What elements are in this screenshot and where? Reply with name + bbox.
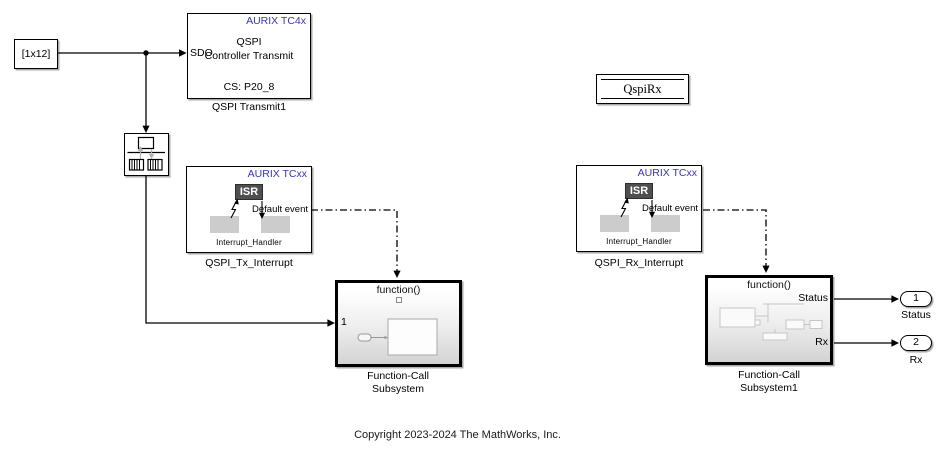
interrupt-handler-label: Interrupt_Handler [606, 237, 672, 246]
copyright-annotation: Copyright 2023-2024 The MathWorks, Inc. [354, 429, 561, 441]
interrupt-handler-label: Interrupt_Handler [216, 238, 282, 247]
store-top-line [601, 79, 684, 80]
subsystem-preview [357, 318, 438, 356]
outport-rx-number: 2 [913, 336, 919, 348]
outport-status-number: 1 [913, 292, 919, 304]
transmit-title-line1: QSPI [236, 36, 262, 48]
qspi-rx-interrupt-block[interactable]: AURIX TCxx Default event ISR Interrupt_H… [576, 165, 702, 252]
transmit-title-line2: Controller Transmit [204, 49, 294, 62]
function-call-subsystem1-block[interactable]: function() Status Rx [705, 275, 833, 365]
subsystem-preview [719, 303, 823, 341]
vendor-badge: AURIX TCxx [637, 167, 697, 179]
wire-status-out[interactable] [834, 295, 899, 303]
function-trigger-label: function() [747, 279, 791, 291]
input-port-number: 1 [341, 316, 347, 328]
isr-badge: ISR [625, 183, 653, 199]
qspi-transmit-block[interactable]: AURIX TC4x QSPI Controller Transmit SDO … [187, 13, 311, 99]
wire-rx-out[interactable] [834, 339, 899, 347]
status-output-port-label: Status [798, 292, 828, 304]
rx-output-port-label: Rx [815, 336, 828, 348]
wire-branch-to-buffer[interactable] [142, 53, 150, 133]
outport-status-name[interactable]: Status [901, 309, 931, 321]
qspi-rx-interrupt-name[interactable]: QSPI_Rx_Interrupt [594, 257, 684, 269]
branch-point [143, 50, 149, 56]
isr-arrows [620, 197, 656, 218]
trigger-port-icon [395, 297, 402, 303]
sdo-input-port-label: SDO [190, 47, 213, 59]
function-call-subsystem-block[interactable]: function() 1 [335, 280, 462, 367]
vendor-badge: AURIX TC4x [246, 15, 306, 27]
buffer-icon [127, 136, 165, 171]
chip-select-label: CS: P20_8 [223, 81, 275, 93]
handler-placeholder-left [600, 215, 629, 232]
isr-arrows [230, 198, 266, 219]
outport-rx-block[interactable]: 2 [900, 335, 932, 351]
qspi-tx-interrupt-block[interactable]: AURIX TCxx Default event ISR Interrupt_H… [186, 166, 312, 253]
qspirx-data-store-block[interactable]: QspiRx [596, 74, 689, 104]
vendor-badge: AURIX TCxx [247, 168, 307, 180]
store-bottom-line [601, 98, 684, 99]
constant-block[interactable]: [1x12] [14, 39, 58, 69]
wire-rx-event-function-call[interactable] [703, 209, 770, 273]
function-call-subsystem1-name[interactable]: Function-Call Subsystem1 [738, 369, 800, 394]
outport-status-block[interactable]: 1 [900, 291, 932, 307]
handler-placeholder-right [651, 215, 680, 232]
qspi-transmit-name[interactable]: QSPI Transmit1 [211, 101, 287, 113]
buffer-block[interactable] [124, 133, 169, 176]
function-call-subsystem-name[interactable]: Function-Call Subsystem [367, 370, 429, 395]
qspirx-label: QspiRx [623, 82, 662, 96]
constant-label: [1x12] [21, 48, 51, 60]
outport-rx-name[interactable]: Rx [909, 354, 923, 366]
wire-tx-event-function-call[interactable] [311, 209, 401, 278]
wire-constant-to-transmit[interactable] [58, 49, 187, 57]
qspi-tx-interrupt-name[interactable]: QSPI_Tx_Interrupt [205, 257, 293, 269]
default-event-port-label: Default event [642, 203, 698, 214]
function-trigger-label: function() [376, 284, 421, 296]
